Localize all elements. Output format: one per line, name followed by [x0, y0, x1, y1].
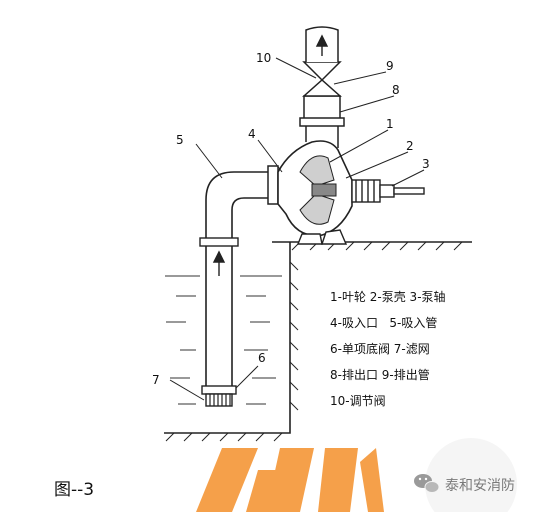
pump-shaft	[351, 179, 425, 203]
figure-caption: 图--3	[54, 480, 94, 500]
discharge-outlet	[299, 95, 345, 148]
watermark-text: 泰和安消防	[445, 478, 515, 494]
leader-lines	[169, 57, 425, 401]
impeller	[299, 155, 337, 225]
flow-arrow-suction-icon	[212, 250, 226, 276]
legend: 1-叶轮 2-泵壳 3-泵轴 4-吸入口 5-吸入管 6-单项底阀 7-滤网 8…	[330, 289, 446, 408]
callout-5: 5	[176, 133, 184, 147]
callout-8: 8	[392, 83, 400, 97]
legend-line-3: 6-单项底阀 7-滤网	[330, 341, 430, 356]
ground-hatching	[165, 241, 463, 442]
callout-9: 9	[386, 59, 394, 73]
callout-10: 10	[256, 51, 271, 65]
legend-line-2: 4-吸入口 5-吸入管	[330, 315, 437, 330]
callout-7: 7	[152, 373, 160, 387]
watermark: 泰和安消防	[414, 438, 517, 516]
flow-arrow-discharge-icon	[315, 34, 329, 56]
brand-logo-shapes	[196, 448, 384, 512]
callout-2: 2	[406, 139, 414, 153]
regulating-valve	[302, 61, 342, 97]
legend-line-5: 10-调节阀	[330, 394, 386, 408]
callout-3: 3	[422, 157, 430, 171]
legend-line-1: 1-叶轮 2-泵壳 3-泵轴	[330, 289, 446, 304]
foot-valve	[201, 385, 237, 407]
callout-6: 6	[258, 351, 266, 365]
water-surface-lines	[165, 275, 282, 405]
wechat-icon	[414, 474, 440, 493]
suction-pipe-flange	[199, 237, 239, 247]
callout-4: 4	[248, 127, 256, 141]
pump-base	[296, 229, 348, 245]
legend-line-4: 8-排出口 9-排出管	[330, 367, 430, 382]
watermark-circle	[425, 438, 517, 516]
strainer	[209, 394, 231, 406]
callout-1: 1	[386, 117, 394, 131]
suction-pipe	[205, 171, 268, 388]
suction-inlet-flange	[267, 165, 279, 205]
